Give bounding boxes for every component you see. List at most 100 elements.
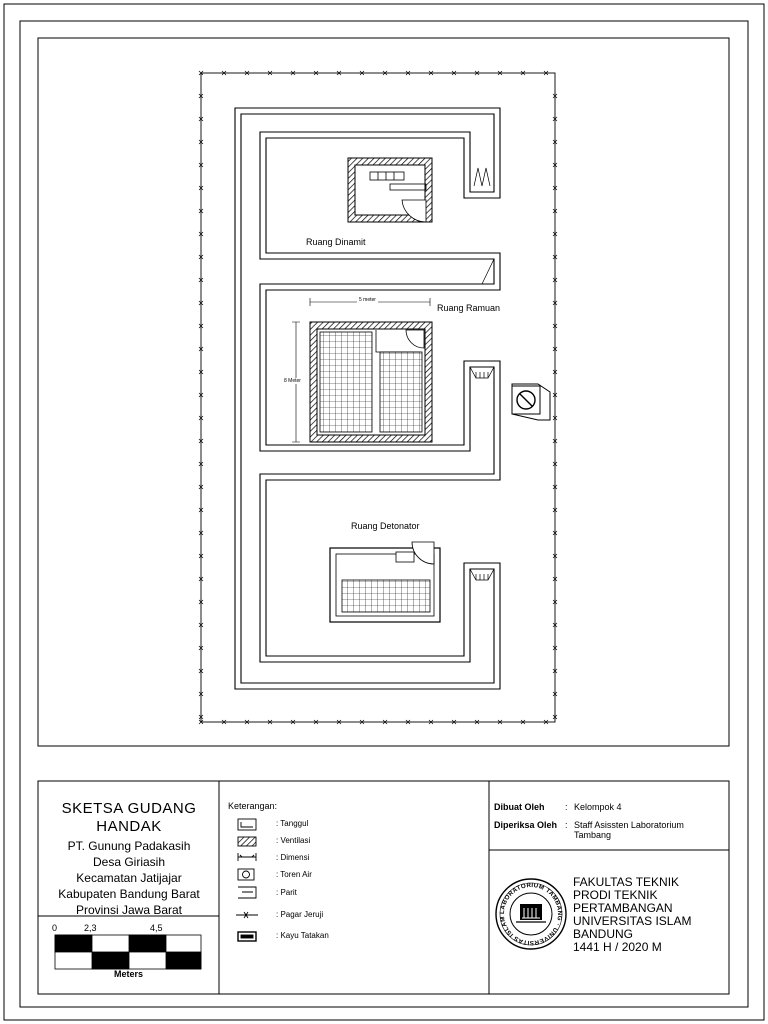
district-name: Kecamatan Jatijajar xyxy=(76,871,182,885)
checked-by-label: Diperiksa Oleh xyxy=(494,820,558,830)
fence-post-mark xyxy=(382,719,388,725)
fence-post-mark xyxy=(290,70,296,76)
fence-post-mark xyxy=(198,346,204,352)
fence-post-mark xyxy=(543,719,549,725)
fence-post-mark xyxy=(198,415,204,421)
fence-post-mark xyxy=(552,254,558,260)
fence-post-mark xyxy=(244,70,250,76)
fence-post-mark xyxy=(520,70,526,76)
fence-post-mark xyxy=(405,719,411,725)
kayu-tatakan-icon xyxy=(237,931,257,942)
fence-post-mark xyxy=(313,70,319,76)
outer-border xyxy=(3,3,765,1021)
fence-post-mark xyxy=(428,719,434,725)
fence-post-mark xyxy=(267,70,273,76)
legend-item-ventilasi: : Ventilasi xyxy=(276,836,311,845)
fence-post-mark xyxy=(497,70,503,76)
fence-post-mark xyxy=(198,300,204,306)
fence-post-mark xyxy=(552,576,558,582)
university-name: UNIVERSITAS ISLAM xyxy=(573,914,692,928)
legend-item-kayu-tatakan: : Kayu Tatakan xyxy=(276,931,329,940)
program-name: PRODI TEKNIK xyxy=(573,888,658,902)
fence-post-mark xyxy=(198,323,204,329)
institution-block: FAKULTAS TEKNIK PRODI TEKNIK PERTAMBANGA… xyxy=(573,876,723,954)
scale-tick-0: 0 xyxy=(52,923,58,933)
fence-post-mark xyxy=(198,93,204,99)
dimension-width-label: 5 meter xyxy=(357,297,378,303)
fence-post-mark xyxy=(474,719,480,725)
fence-post-mark xyxy=(552,162,558,168)
fence-post-mark xyxy=(198,208,204,214)
fence-post-mark xyxy=(198,691,204,697)
fence-post-mark xyxy=(221,70,227,76)
pagar-jeruji-icon xyxy=(236,911,258,919)
room-detonator xyxy=(329,541,441,623)
fence-post-mark xyxy=(552,484,558,490)
fence-post-mark xyxy=(198,668,204,674)
fence-post-mark xyxy=(198,116,204,122)
fence-post-mark xyxy=(198,645,204,651)
fence-post-mark xyxy=(552,553,558,559)
fence-posts xyxy=(198,70,558,725)
fence-post-mark xyxy=(198,484,204,490)
legend-item-tanggul: : Tanggul xyxy=(276,819,309,828)
parit-icon xyxy=(238,886,257,899)
water-tank xyxy=(511,383,551,421)
fence-post-mark xyxy=(552,645,558,651)
dimension-height-label: 8 Meter xyxy=(284,378,301,384)
fence-post-mark xyxy=(313,719,319,725)
trench-top-right xyxy=(469,138,495,193)
map-frame xyxy=(37,37,730,747)
checked-by-value: Staff Asissten Laboratorium Tambang xyxy=(574,820,684,840)
fence-post-mark xyxy=(198,507,204,513)
fence-post-mark xyxy=(552,668,558,674)
fence-post-mark xyxy=(198,254,204,260)
fence-post-mark xyxy=(221,719,227,725)
location-block: PT. Gunung Padakasih Desa Giriasih Kecam… xyxy=(40,838,218,918)
fence-post-mark xyxy=(552,300,558,306)
room-ramuan xyxy=(292,298,433,443)
fence-post-mark xyxy=(198,622,204,628)
fence-post-mark xyxy=(552,139,558,145)
fence-post-mark xyxy=(198,70,204,76)
fence-post-mark xyxy=(198,719,204,725)
room-dinamit xyxy=(347,157,433,223)
trench-mid-right xyxy=(469,366,495,379)
title-block xyxy=(37,780,730,995)
fence-post-mark xyxy=(359,70,365,76)
fence-post-mark xyxy=(336,70,342,76)
city-name: BANDUNG xyxy=(573,927,634,941)
fence-post-mark xyxy=(552,461,558,467)
fence-post-mark xyxy=(359,719,365,725)
fence-post-mark xyxy=(382,70,388,76)
fence-post-mark xyxy=(474,70,480,76)
fence-post-mark xyxy=(290,719,296,725)
village-name: Desa Giriasih xyxy=(92,855,166,869)
fence-post-mark xyxy=(552,116,558,122)
fence-post-mark xyxy=(552,714,558,720)
program-name-cont: PERTAMBANGAN xyxy=(573,901,673,915)
checked-by-colon: : xyxy=(565,820,568,830)
fence-post-mark xyxy=(198,438,204,444)
fence-post-mark xyxy=(198,599,204,605)
fence-post-mark xyxy=(552,185,558,191)
fence-post-mark xyxy=(552,507,558,513)
fence-post-mark xyxy=(198,530,204,536)
fence-post-mark xyxy=(198,185,204,191)
year: 1441 H / 2020 M xyxy=(573,940,662,954)
fence-post-mark xyxy=(198,231,204,237)
fence-post-mark xyxy=(552,93,558,99)
fence-post-mark xyxy=(198,162,204,168)
fence-post-mark xyxy=(552,208,558,214)
made-by-label: Dibuat Oleh xyxy=(494,802,545,812)
fence-post-mark xyxy=(428,70,434,76)
ventilasi-icon xyxy=(237,836,257,847)
scale-tick-1: 2,3 xyxy=(84,923,97,933)
fence-post-mark xyxy=(198,139,204,145)
legend-item-toren-air: : Toren Air xyxy=(276,870,312,879)
scale-bar xyxy=(54,934,202,970)
faculty-name: FAKULTAS TEKNIK xyxy=(573,875,680,889)
fence-post-mark xyxy=(198,576,204,582)
tanggul-icon xyxy=(237,818,257,831)
scale-tick-2: 4,5 xyxy=(150,923,163,933)
